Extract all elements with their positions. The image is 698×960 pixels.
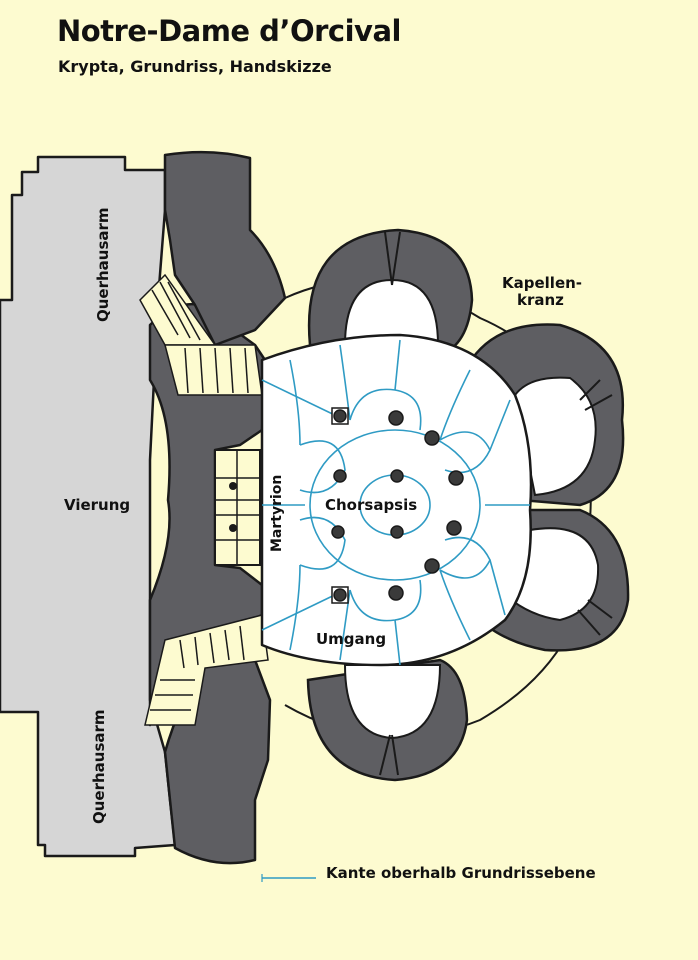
label-crossing: Vierung [64,496,130,514]
columns [331,407,464,604]
label-transept-south: Querhausarm [90,709,108,824]
vault-lines [261,339,530,666]
label-apse: Chorsapsis [325,496,417,514]
apse-floor [260,333,533,667]
page-title: Notre-Dame d’Orcival [57,14,401,48]
page-subtitle: Krypta, Grundriss, Handskizze [58,57,332,76]
legend-label: Kante oberhalb Grundrissebene [326,864,596,882]
label-chapels-2: kranz [517,291,564,309]
transept-area [0,155,177,858]
label-martyrion: Martyrion [269,475,285,552]
martyrion-niches [214,449,261,566]
label-ambulatory: Umgang [316,630,386,648]
label-chapels-1: Kapellen- [502,274,582,292]
stair-north [139,273,263,396]
label-transept-north: Querhausarm [94,207,112,322]
crypt-north-block [163,150,287,347]
